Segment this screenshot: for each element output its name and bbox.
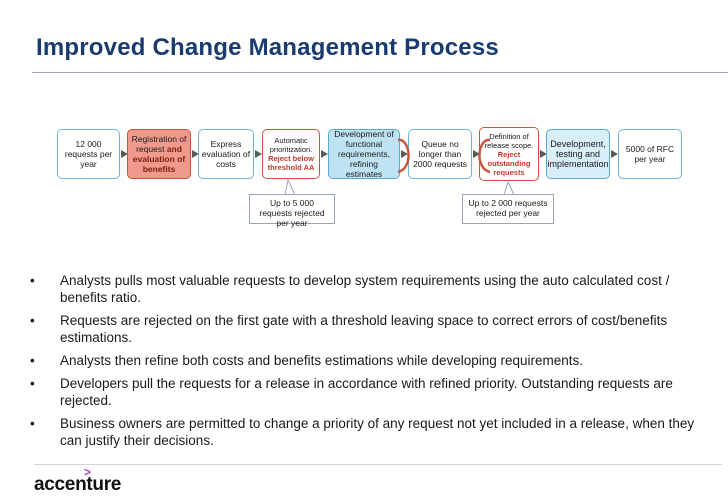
step-label: 12 000 requests per year: [64, 139, 113, 169]
step-queue: Queue no longer than 2000 requests: [408, 129, 472, 179]
step-label: Express evaluation of costs: [201, 139, 251, 169]
step-label: 5000 of RFC per year: [625, 144, 675, 164]
bullet-icon: •: [30, 313, 35, 328]
loop-arrow-icon: [397, 138, 410, 174]
process-flow: 12 000 requests per year Registration of…: [57, 127, 682, 228]
step-automatic-prioritization: Automatic prioritization. Reject below t…: [262, 129, 320, 179]
bullet-icon: •: [30, 273, 35, 288]
step-label: Definition of release scope. Reject outs…: [484, 131, 534, 177]
callout-rejected-5000: Up to 5 000 requests rejected per year: [249, 194, 335, 228]
arrow-icon: [121, 150, 128, 158]
callout-connectors: [284, 138, 515, 196]
logo-text: accenture: [34, 474, 122, 495]
logo-mark-icon: >: [84, 465, 91, 479]
step-label: Registration of request and evaluation o…: [131, 134, 187, 174]
arrow-icon: [401, 150, 408, 158]
bullet-text: Analysts then refine both costs and bene…: [60, 353, 584, 368]
step-development-testing: Development, testing and implementation: [546, 129, 610, 179]
arrow-icon: [255, 150, 262, 158]
arrow-icon: [321, 150, 328, 158]
bullet-item: • Analysts pulls most valuable requests …: [30, 272, 710, 306]
arrow-icon: [540, 150, 547, 158]
bullet-text: Analysts pulls most valuable requests to…: [60, 273, 670, 305]
bullet-item: • Requests are rejected on the first gat…: [30, 312, 710, 346]
step-registration: Registration of request and evaluation o…: [127, 129, 191, 179]
bullet-item: • Analysts then refine both costs and be…: [30, 352, 710, 369]
bullet-item: • Business owners are permitted to chang…: [30, 415, 710, 449]
step-label: Development of functional requirements, …: [334, 129, 394, 179]
page-title: Improved Change Management Process: [36, 34, 499, 61]
step-rfc-per-year: 5000 of RFC per year: [618, 129, 682, 179]
bullet-item: • Developers pull the requests for a rel…: [30, 375, 710, 409]
arrow-icon: [473, 150, 480, 158]
callout-rejected-2000: Up to 2 000 requests rejected per year: [462, 194, 554, 224]
bullet-text: Requests are rejected on the first gate …: [60, 313, 668, 345]
footer-divider: [34, 464, 722, 465]
bullet-icon: •: [30, 353, 35, 368]
bullet-text: Developers pull the requests for a relea…: [60, 376, 673, 408]
callout-label: Up to 2 000 requests rejected per year: [468, 198, 548, 218]
step-requests-per-year: 12 000 requests per year: [57, 129, 120, 179]
arrow-icon: [192, 150, 199, 158]
title-divider: [32, 72, 728, 73]
bullet-icon: •: [30, 416, 35, 431]
step-express-evaluation: Express evaluation of costs: [198, 129, 254, 179]
step-label: Automatic prioritization. Reject below t…: [267, 136, 315, 172]
bullet-icon: •: [30, 376, 35, 391]
callout-label: Up to 5 000 requests rejected per year: [259, 198, 325, 228]
arrow-icon: [611, 150, 618, 158]
step-label: Development, testing and implementation: [547, 139, 609, 169]
step-label: Queue no longer than 2000 requests: [413, 139, 467, 169]
callout-pointer: [284, 178, 296, 196]
accenture-logo: > accenture: [34, 465, 122, 496]
bullet-list: • Analysts pulls most valuable requests …: [30, 272, 710, 455]
step-development-requirements: Development of functional requirements, …: [328, 129, 400, 179]
bullet-text: Business owners are permitted to change …: [60, 416, 695, 448]
loop-arrow-icon: [478, 138, 491, 174]
